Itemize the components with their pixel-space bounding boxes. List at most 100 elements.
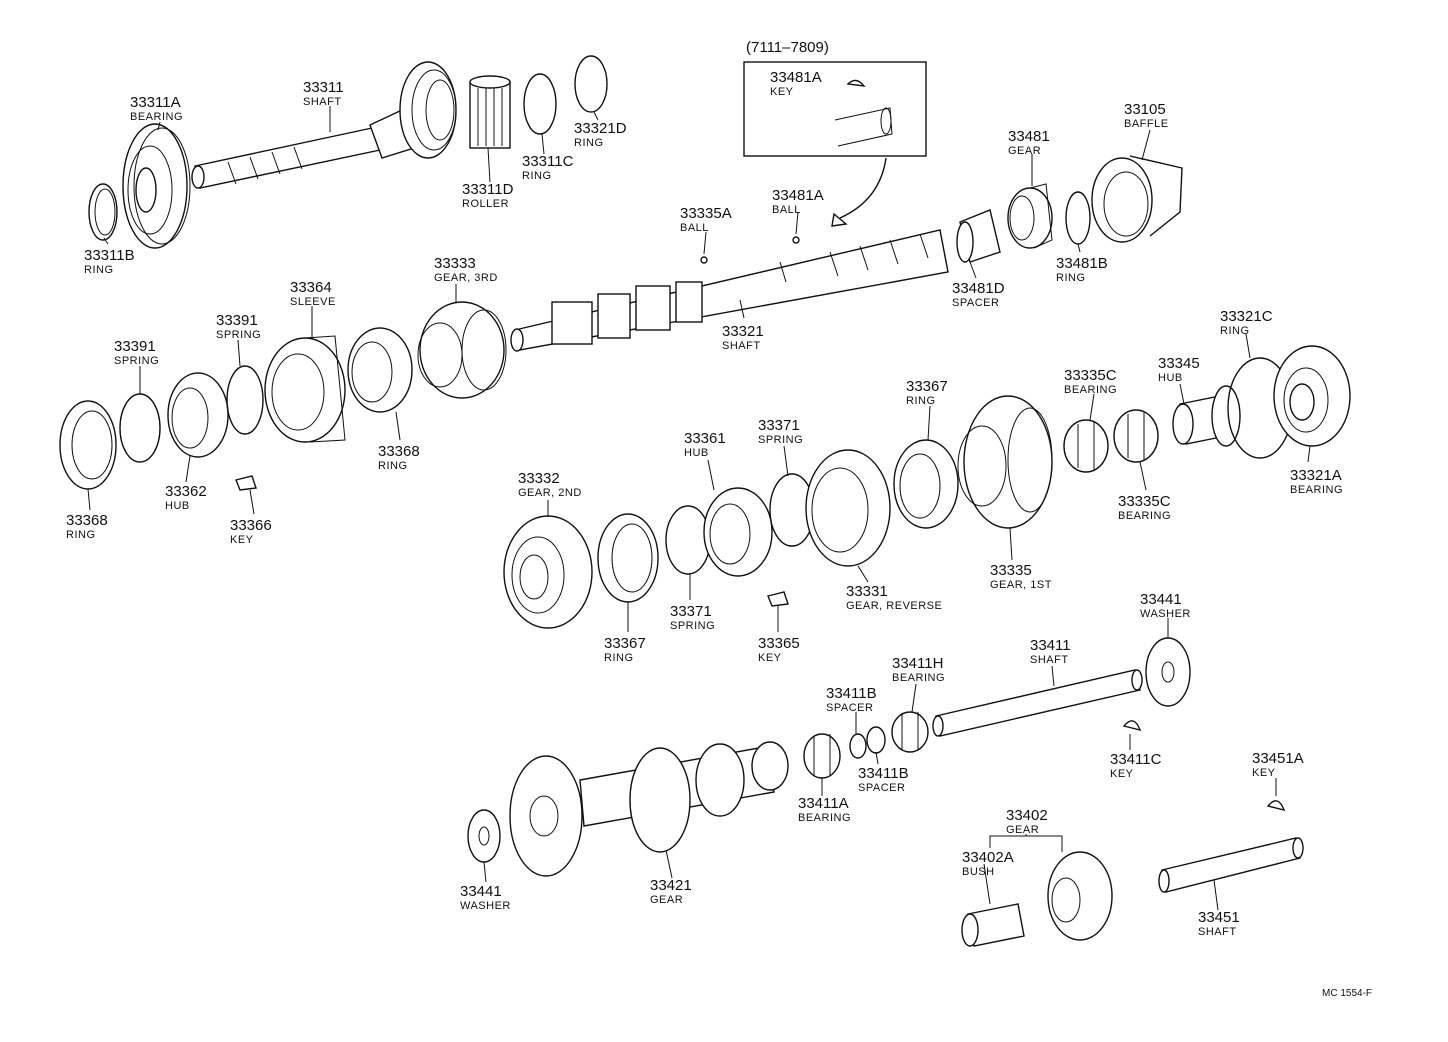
part-name: GEAR, 1ST	[990, 579, 1052, 591]
part-number: 33391	[216, 312, 258, 329]
gear-33335-drawing	[957, 395, 1053, 529]
part-number: 33411B	[826, 685, 877, 702]
part-number: 33367	[604, 635, 646, 652]
shaft-33321-drawing	[510, 229, 949, 352]
part-name: RING	[1056, 272, 1086, 284]
part-label-33371-lower: 33371 SPRING	[670, 603, 715, 632]
part-name: KEY	[1110, 768, 1134, 780]
part-number: 33311A	[130, 94, 181, 111]
part-label-33345: 33345 HUB	[1158, 355, 1200, 384]
part-name: GEAR, 2ND	[518, 487, 582, 499]
part-name: RING	[906, 395, 936, 407]
part-label-33481a-ball: 33481A BALL	[772, 187, 824, 216]
part-name: RING	[522, 170, 552, 182]
part-label-33402: 33402 GEAR	[1006, 807, 1048, 836]
part-name: WASHER	[1140, 608, 1191, 620]
bearing-33311a-drawing	[122, 123, 191, 249]
part-label-33421: 33421 GEAR	[650, 877, 692, 906]
part-number: 33311D	[462, 181, 514, 198]
part-label-33368-left: 33368 RING	[66, 512, 108, 541]
part-label-33481: 33481 GEAR	[1008, 128, 1050, 157]
part-label-33321a: 33321A BEARING	[1290, 467, 1343, 496]
part-name: BEARING	[1118, 510, 1171, 522]
spacer-33411b-lower-drawing	[866, 726, 886, 754]
part-number: 33335C	[1064, 367, 1117, 384]
part-name: SPACER	[858, 782, 905, 794]
part-label-33362: 33362 HUB	[165, 483, 207, 512]
part-name: RING	[378, 460, 408, 472]
part-name: SLEEVE	[290, 296, 336, 308]
gear-33332-drawing	[503, 515, 593, 629]
part-label-33411: 33411 SHAFT	[1030, 637, 1071, 666]
part-label-33371-upper: 33371 SPRING	[758, 417, 803, 446]
part-label-33361: 33361 HUB	[684, 430, 726, 459]
leader-lines	[87, 106, 1311, 911]
part-name: SHAFT	[1198, 926, 1237, 938]
part-label-33451: 33451 SHAFT	[1198, 909, 1240, 938]
part-label-33365: 33365 KEY	[758, 635, 800, 664]
part-name: BALL	[680, 222, 709, 234]
part-name: BEARING	[1290, 484, 1343, 496]
part-number: 33421	[650, 877, 692, 894]
part-labels: (7111–7809) 33481A KEY 33311A BEARING 33…	[66, 39, 1372, 999]
gear-33421-drawing	[509, 741, 789, 877]
spring-33371-lower-drawing	[665, 505, 711, 575]
spacer-33411b-upper-drawing	[849, 733, 867, 759]
part-number: 33345	[1158, 355, 1200, 372]
part-number: 33368	[378, 443, 420, 460]
part-label-33391-left: 33391 SPRING	[114, 338, 159, 367]
part-number: 33451A	[1252, 750, 1304, 767]
ring-33368-middle-drawing	[347, 327, 413, 413]
part-number: 33481A	[772, 187, 824, 204]
part-label-33311a: 33311A BEARING	[130, 94, 183, 123]
gear-33481-drawing	[1007, 183, 1053, 249]
part-number: 33365	[758, 635, 800, 652]
drawing-code: MC 1554-F	[1322, 988, 1372, 999]
bearing-33411a-drawing	[803, 733, 841, 779]
part-label-33411b-lower: 33411B SPACER	[858, 765, 909, 794]
bush-33402a-drawing	[961, 903, 1025, 947]
baffle-33105-drawing	[1091, 155, 1183, 243]
part-name: ROLLER	[462, 198, 509, 210]
part-name: SHAFT	[722, 340, 761, 352]
part-number: 33391	[114, 338, 156, 355]
part-number: 33331	[846, 583, 888, 600]
part-name: SHAFT	[1030, 654, 1069, 666]
part-label-33321: 33321 SHAFT	[722, 323, 764, 352]
gear-33333-drawing	[417, 301, 507, 399]
part-number: 33366	[230, 517, 272, 534]
reference-part-label: 33481A KEY	[770, 69, 822, 98]
part-name: BEARING	[798, 812, 851, 824]
part-name: HUB	[684, 447, 709, 459]
part-label-33332: 33332 GEAR, 2ND	[518, 470, 582, 499]
shaft-33451-drawing	[1158, 837, 1304, 893]
part-name: RING	[574, 137, 604, 149]
part-label-33441-lower: 33441 WASHER	[460, 883, 511, 912]
part-name: GEAR	[650, 894, 683, 906]
ring-33311c-drawing	[523, 73, 557, 135]
key-33366-drawing	[235, 475, 257, 491]
spring-33391-right-drawing	[226, 365, 264, 435]
part-label-33311: 33311 SHAFT	[303, 79, 344, 108]
part-number: 33321	[722, 323, 764, 340]
reference-part-number: 33481A	[770, 69, 822, 86]
part-label-33311c: 33311C RING	[522, 153, 574, 182]
part-label-33321c: 33321C RING	[1220, 308, 1273, 337]
key-33411c-drawing	[1122, 720, 1142, 732]
part-label-33368-middle: 33368 RING	[378, 443, 420, 472]
part-number: 33361	[684, 430, 726, 447]
part-label-33391-right: 33391 SPRING	[216, 312, 261, 341]
shaft-33411-drawing	[932, 669, 1143, 737]
part-label-33402a: 33402A BUSH	[962, 849, 1014, 878]
key-33365-drawing	[767, 591, 789, 607]
part-label-33311d: 33311D ROLLER	[462, 181, 514, 210]
washer-33441-upper-drawing	[1145, 637, 1191, 707]
shaft-33311-drawing	[191, 61, 457, 189]
part-label-33411b-upper: 33411B SPACER	[826, 685, 877, 714]
part-name: WASHER	[460, 900, 511, 912]
ring-33367-upper-drawing	[893, 439, 959, 529]
part-name: BEARING	[1064, 384, 1117, 396]
ball-33335a-drawing	[700, 256, 708, 264]
part-label-33411a: 33411A BEARING	[798, 795, 851, 824]
part-number: 33402	[1006, 807, 1048, 824]
